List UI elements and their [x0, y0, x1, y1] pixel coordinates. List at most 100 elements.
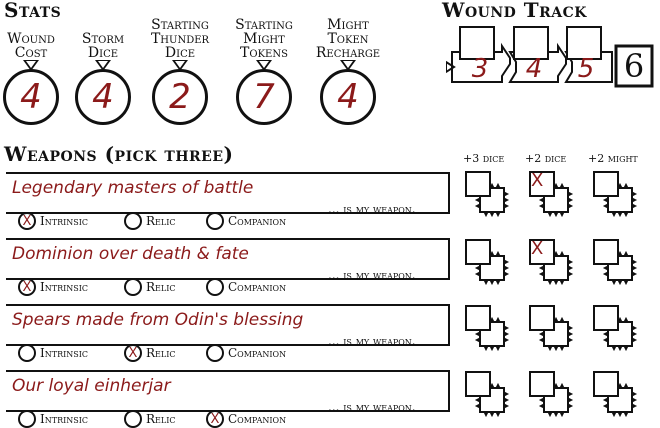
stat-starting-might-tokens: Starting Might Tokens 7: [226, 14, 302, 125]
radio-intrinsic[interactable]: [18, 410, 36, 428]
option-label: Relic: [146, 412, 176, 426]
weapon-frame: [6, 172, 450, 214]
stat-value-circle[interactable]: 2: [152, 69, 208, 125]
wound-checkbox[interactable]: [566, 26, 602, 60]
wound-value: 5: [577, 54, 595, 84]
weapon-name[interactable]: Spears made from Odin's blessing: [12, 310, 304, 330]
weapon-row-1: Legendary masters of battle X Intrinsic R…: [6, 172, 450, 230]
bonus-header-might-2: +2 might: [588, 152, 638, 165]
weapon-frame: [6, 238, 450, 280]
spiky-box-icon: [529, 305, 574, 352]
stat-value-circle[interactable]: 4: [75, 69, 131, 125]
weapon-suffix: ... is my weapon.: [328, 400, 416, 414]
wound-track-heading: Wound Track: [442, 0, 587, 22]
stat-value-circle[interactable]: 4: [3, 69, 59, 125]
radio-companion[interactable]: [206, 212, 224, 230]
option-label: Companion: [228, 412, 287, 426]
option-companion[interactable]: Companion: [206, 344, 286, 362]
radio-companion[interactable]: [206, 344, 224, 362]
option-label: Companion: [228, 214, 287, 228]
weapon-row-4: Our loyal einherjar Intrinsic Relic X Com…: [6, 370, 450, 428]
stat-value: 2: [169, 77, 191, 117]
stat-value: 4: [20, 77, 42, 117]
option-label: Intrinsic: [40, 412, 89, 426]
radio-intrinsic[interactable]: X: [18, 278, 36, 296]
stat-value: 7: [253, 77, 275, 117]
wound-checkbox[interactable]: [459, 26, 495, 60]
stat-label: Starting Thunder Dice: [150, 17, 210, 61]
spiky-box-icon: [593, 305, 638, 352]
option-relic[interactable]: Relic: [124, 278, 175, 296]
option-label: Relic: [146, 280, 176, 294]
stat-label: Wound Cost: [7, 31, 55, 61]
pointer-icon: [256, 60, 272, 71]
bonus-header-dice-3: +3 dice: [463, 152, 505, 165]
spiky-box-icon: [529, 371, 574, 418]
bonus-slot[interactable]: [462, 368, 510, 418]
radio-relic[interactable]: [124, 212, 142, 230]
wound-value: 3: [471, 54, 489, 84]
bonus-slot[interactable]: [526, 368, 574, 418]
stat-value-circle[interactable]: 4: [320, 69, 376, 125]
weapon-name[interactable]: Dominion over death & fate: [12, 244, 249, 264]
option-relic[interactable]: X Relic: [124, 344, 175, 362]
option-label: Companion: [228, 346, 287, 360]
radio-relic[interactable]: X: [124, 344, 142, 362]
pointer-icon: [340, 60, 356, 71]
option-relic[interactable]: Relic: [124, 410, 175, 428]
spiky-box-icon: [529, 239, 574, 286]
bonus-slot[interactable]: X: [526, 236, 574, 286]
stat-might-token-recharge: Might Token Recharge 4: [308, 14, 388, 125]
stats-heading: Stats: [4, 0, 62, 22]
spiky-box-icon: [465, 305, 510, 352]
bonus-slot[interactable]: [526, 302, 574, 352]
stat-value: 4: [92, 77, 114, 117]
option-label: Intrinsic: [40, 214, 89, 228]
weapon-frame: [6, 304, 450, 346]
option-label: Intrinsic: [40, 346, 89, 360]
radio-intrinsic[interactable]: [18, 344, 36, 362]
spiky-box-icon: [529, 171, 574, 218]
spiky-box-icon: [465, 371, 510, 418]
option-label: Relic: [146, 346, 176, 360]
weapon-suffix: ... is my weapon.: [328, 268, 416, 282]
weapon-name[interactable]: Legendary masters of battle: [12, 178, 254, 198]
weapon-suffix: ... is my weapon.: [328, 202, 416, 216]
bonus-slot[interactable]: [462, 302, 510, 352]
bonus-slot[interactable]: [590, 368, 638, 418]
bonus-slot[interactable]: [590, 168, 638, 218]
weapon-name[interactable]: Our loyal einherjar: [12, 376, 171, 396]
bonus-slot[interactable]: [590, 302, 638, 352]
spiky-box-icon: [465, 239, 510, 286]
radio-relic[interactable]: [124, 278, 142, 296]
wound-value: 4: [525, 54, 543, 84]
option-relic[interactable]: Relic: [124, 212, 175, 230]
option-label: Relic: [146, 214, 176, 228]
wound-checkbox[interactable]: [513, 26, 549, 60]
radio-intrinsic[interactable]: X: [18, 212, 36, 230]
weapon-suffix: ... is my weapon.: [328, 334, 416, 348]
stat-starting-thunder-dice: Starting Thunder Dice 2: [142, 14, 218, 125]
bonus-slot[interactable]: [462, 236, 510, 286]
stat-label: Storm Dice: [81, 31, 125, 61]
stat-label: Starting Might Tokens: [235, 17, 293, 61]
stat-value-circle[interactable]: 7: [236, 69, 292, 125]
spiky-box-icon: [593, 171, 638, 218]
option-intrinsic[interactable]: Intrinsic: [18, 344, 88, 362]
radio-companion[interactable]: [206, 278, 224, 296]
bonus-slot[interactable]: X: [526, 168, 574, 218]
option-companion[interactable]: X Companion: [206, 410, 286, 428]
wound-final-value: 6: [623, 47, 645, 85]
option-companion[interactable]: Companion: [206, 212, 286, 230]
stat-wound-cost: Wound Cost 4: [0, 14, 62, 125]
bonus-slot[interactable]: [590, 236, 638, 286]
option-intrinsic[interactable]: X Intrinsic: [18, 212, 88, 230]
option-intrinsic[interactable]: Intrinsic: [18, 410, 88, 428]
radio-relic[interactable]: [124, 410, 142, 428]
option-companion[interactable]: Companion: [206, 278, 286, 296]
bonus-mark: X: [531, 238, 544, 259]
stat-value: 4: [337, 77, 359, 117]
radio-companion[interactable]: X: [206, 410, 224, 428]
bonus-slot[interactable]: [462, 168, 510, 218]
